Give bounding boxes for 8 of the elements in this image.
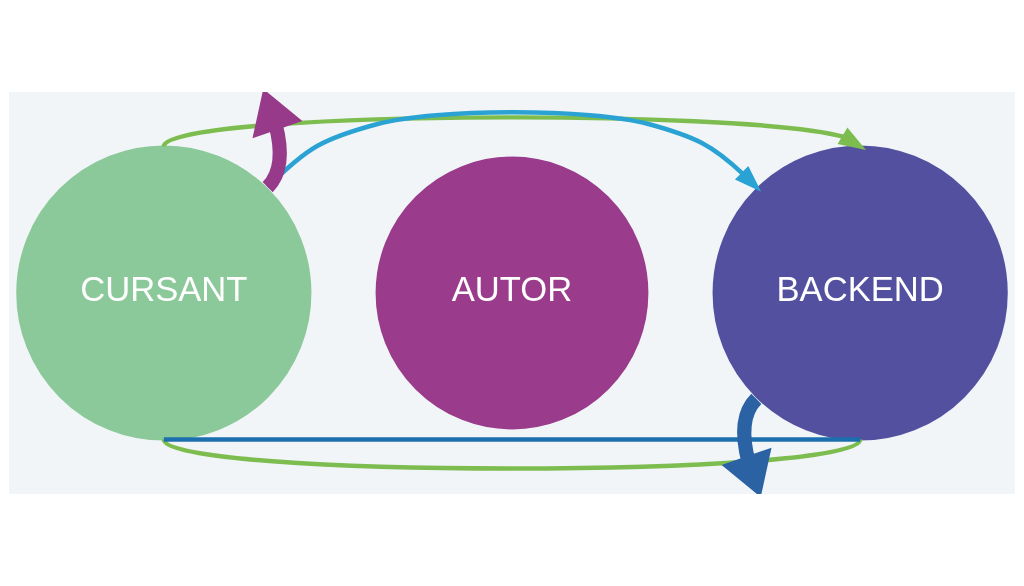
connector (162, 437, 862, 471)
arrow (252, 92, 303, 192)
arrow (721, 394, 772, 494)
node-circle: AUTOR (375, 156, 649, 430)
node-circle: CURSANT (16, 145, 312, 441)
connector (163, 437, 861, 442)
node-circle: BACKEND (712, 145, 1008, 441)
arrow (162, 115, 866, 150)
